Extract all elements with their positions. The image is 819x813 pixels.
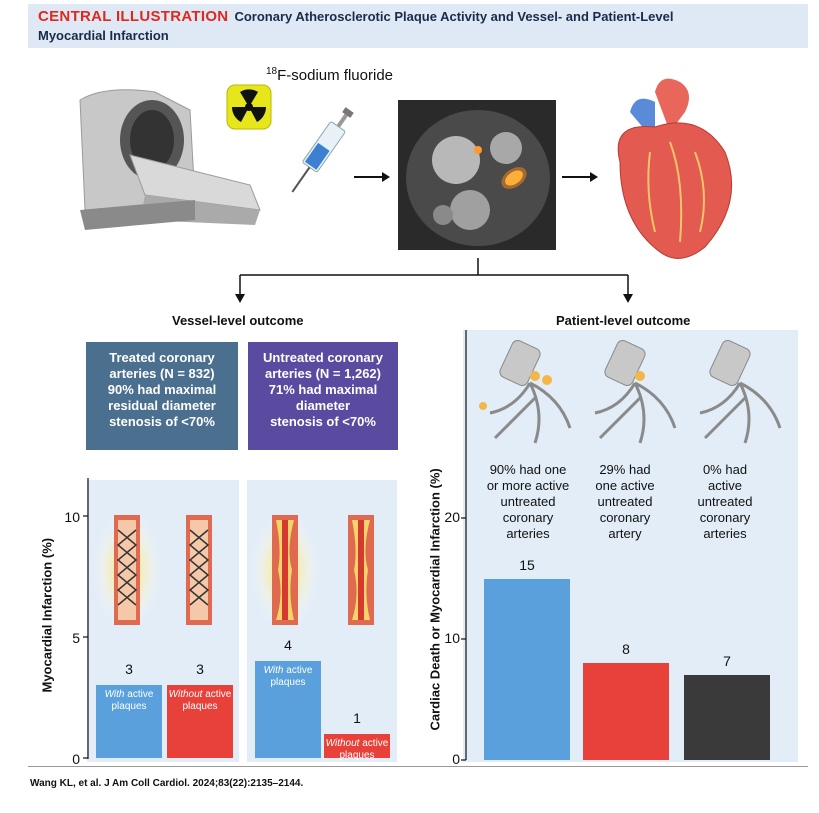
vessel-y-axis-label: Myocardial Infarction (%) — [39, 537, 55, 693]
pet-scanner-illustration — [79, 89, 261, 230]
patient-bar-value-label: 7 — [723, 653, 731, 670]
vessel-bar-value-label: 4 — [284, 637, 292, 654]
vessel-y-axis — [83, 478, 89, 759]
stented-artery-inactive-illustration — [186, 515, 212, 625]
vessel-bar — [324, 733, 390, 758]
plaque-artery-inactive-illustration — [348, 515, 374, 625]
patient-bar-value-label: 8 — [622, 641, 630, 658]
vessel-bar-caption-emphasis: With — [263, 665, 284, 677]
patient-y-axis — [461, 330, 467, 761]
untreated-arteries-box: Untreated coronary arteries (N = 1,262) … — [248, 342, 398, 450]
radiation-icon — [226, 84, 272, 130]
vessel-bar-caption-emphasis: With — [104, 689, 125, 701]
vessel-bar — [255, 661, 321, 758]
vessel-bar-caption-line2: plaques — [339, 749, 375, 761]
branch-connector — [235, 258, 633, 303]
vessel-y-tick: 5 — [72, 630, 80, 646]
central-illustration-tag: CENTRAL ILLUSTRATION — [38, 8, 229, 25]
plaque-artery-active-illustration — [250, 510, 320, 630]
tracer-label: 18F-sodium fluoride — [266, 66, 394, 84]
treated-arteries-box: Treated coronary arteries (N = 832) 90% … — [86, 342, 238, 450]
syringe-icon — [291, 107, 354, 193]
patient-group-3-description: 0% had active untreated coronary arterie… — [697, 462, 753, 541]
patient-bar — [684, 675, 770, 760]
heart-illustration — [617, 78, 733, 259]
citation: Wang KL, et al. J Am Coll Cardiol. 2024;… — [30, 778, 304, 789]
patient-bar-value-label: 15 — [519, 556, 535, 573]
patient-outcome-title: Patient-level outcome — [556, 313, 691, 328]
arrow-icon — [354, 172, 390, 182]
vessel-outcome-title: Vessel-level outcome — [172, 313, 304, 328]
vessel-bar-caption-line2: plaques — [111, 701, 147, 713]
header-title-line2: Myocardial Infarction — [38, 28, 169, 43]
vessel-bar-caption-emphasis: Without — [168, 689, 203, 701]
vessel-y-tick: 10 — [64, 509, 80, 525]
patient-y-tick: 10 — [444, 630, 460, 646]
ct-pet-scan-image — [398, 100, 556, 250]
vessel-bar-value-label: 1 — [353, 709, 361, 726]
vessel-bar-caption-rest: active — [359, 737, 389, 749]
vessel-bar-caption-rest: active — [124, 689, 154, 701]
coronary-tree-illustration — [479, 340, 782, 444]
patient-group-2-description: 29% had one active untreated coronary ar… — [595, 462, 655, 541]
vessel-bar-caption-line2: plaques — [182, 701, 218, 713]
vessel-bar-caption-emphasis: Without — [325, 737, 360, 749]
vessel-bar — [96, 685, 162, 758]
patient-y-tick: 20 — [444, 509, 460, 525]
stented-artery-active-illustration — [92, 510, 162, 630]
patient-bar — [583, 663, 669, 760]
vessel-bar-value-label: 3 — [125, 661, 133, 678]
vessel-bar-value-label: 3 — [196, 661, 204, 678]
patient-group-1-description: 90% had one or more active untreated cor… — [486, 462, 570, 541]
vessel-bar-caption-line2: plaques — [270, 677, 306, 689]
bottom-divider — [28, 766, 808, 767]
arrow-icon — [562, 172, 598, 182]
patient-y-axis-label: Cardiac Death or Myocardial Infarction (… — [427, 468, 443, 731]
vessel-bar — [167, 685, 233, 758]
vessel-y-tick: 0 — [72, 751, 80, 767]
vessel-bar-caption-rest: active — [283, 665, 313, 677]
patient-y-tick: 0 — [452, 751, 460, 767]
vessel-bar-caption-rest: active — [202, 689, 232, 701]
patient-bar — [484, 578, 570, 760]
